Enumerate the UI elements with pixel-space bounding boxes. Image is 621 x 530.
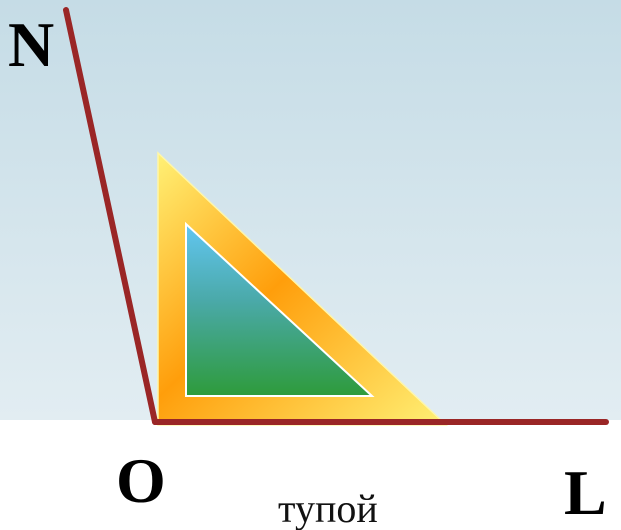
set-square-inner-cutout	[185, 221, 375, 397]
angle-type-caption: тупой	[278, 486, 378, 530]
ray-on	[63, 7, 158, 425]
background-lower	[0, 420, 621, 530]
point-label-l: L	[564, 457, 607, 528]
set-square-icon	[157, 151, 448, 426]
point-label-n: N	[8, 9, 54, 80]
point-label-o: O	[116, 445, 166, 516]
